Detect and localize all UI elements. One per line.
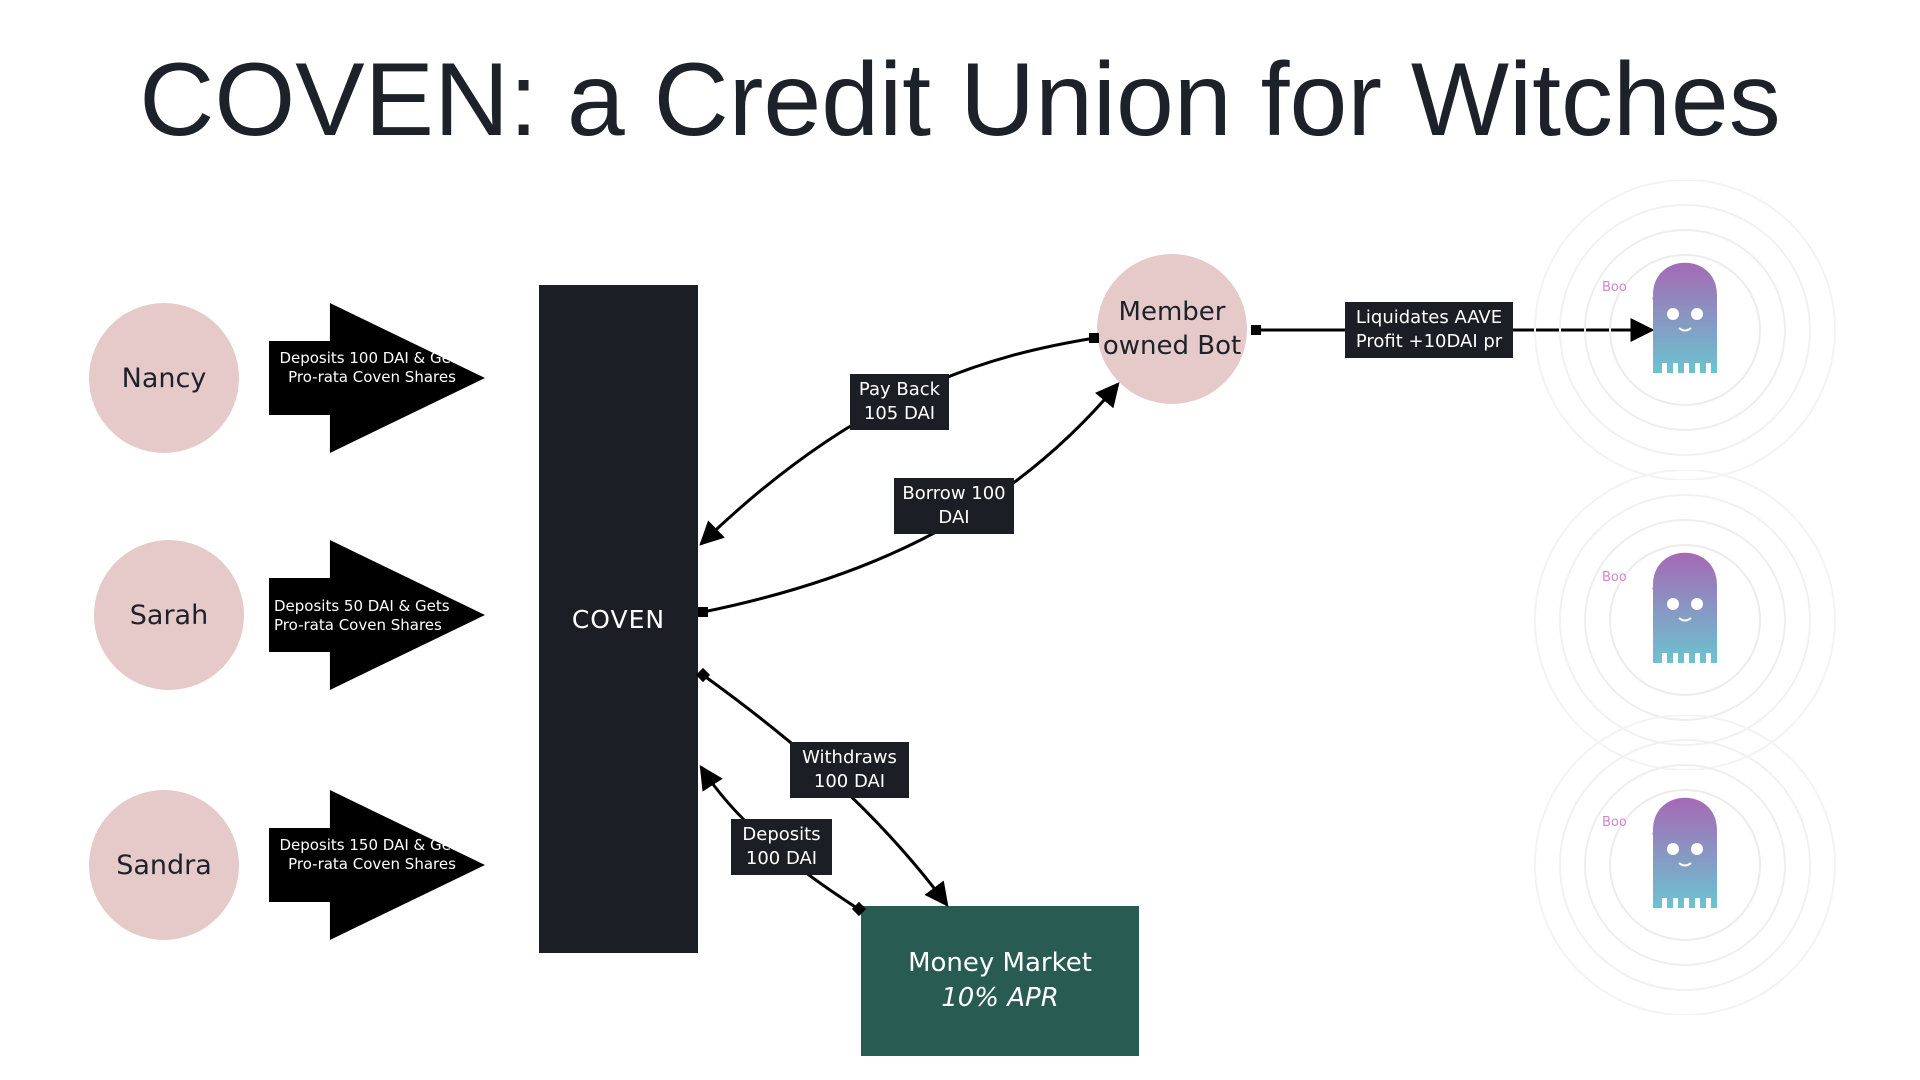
member-name: Nancy bbox=[121, 362, 207, 394]
connector-end-square bbox=[698, 607, 708, 617]
bot-label: Member owned Bot bbox=[1102, 297, 1242, 361]
ghost-icon bbox=[1534, 179, 1836, 481]
member-sandra: Sandra bbox=[89, 790, 239, 940]
connector-borrow bbox=[702, 382, 1120, 614]
member-sarah: Sarah bbox=[94, 540, 244, 690]
connector-end-square bbox=[1251, 325, 1261, 335]
edge-label-pay-back: Pay Back 105 DAI bbox=[850, 374, 949, 430]
connector-end-square bbox=[851, 901, 867, 917]
deposit-label-sandra: Deposits 150 DAI & Gets Pro-rata Coven S… bbox=[279, 836, 465, 873]
page-title: COVEN: a Credit Union for Witches bbox=[139, 42, 1781, 158]
member-nancy: Nancy bbox=[89, 303, 239, 453]
deposit-label-sarah: Deposits 50 DAI & Gets Pro-rata Coven Sh… bbox=[274, 597, 450, 634]
money-market-rate: 10% APR bbox=[941, 983, 1059, 1013]
ghost-token-3: Boo bbox=[1520, 714, 1850, 1016]
member-name: Sandra bbox=[116, 849, 212, 881]
connector-end-square bbox=[695, 667, 711, 683]
ghost-token-1: Boo bbox=[1520, 179, 1850, 481]
ghost-icon bbox=[1534, 714, 1836, 1016]
ghost-boo-label: Boo bbox=[1602, 570, 1627, 585]
money-market-node: Money Market 10% APR bbox=[861, 906, 1139, 1056]
connector-end-square bbox=[1089, 333, 1099, 343]
coven-label: COVEN bbox=[571, 604, 666, 634]
ghost-token-2: Boo bbox=[1520, 469, 1850, 771]
member-bot-node: Member owned Bot bbox=[1097, 254, 1247, 404]
ghost-icon bbox=[1534, 469, 1836, 771]
member-name: Sarah bbox=[129, 599, 209, 631]
money-market-label: Money Market bbox=[908, 948, 1092, 978]
deposit-label-nancy: Deposits 100 DAI & Gets Pro-rata Coven S… bbox=[279, 349, 465, 386]
edge-label-liquidates: Liquidates AAVE Profit +10DAI pr bbox=[1345, 302, 1513, 358]
edge-label-withdraws: Withdraws 100 DAI bbox=[790, 742, 909, 798]
ghost-boo-label: Boo bbox=[1602, 815, 1627, 830]
edge-label-deposits: Deposits 100 DAI bbox=[731, 819, 832, 875]
coven-block: COVEN bbox=[539, 285, 698, 953]
ghost-boo-label: Boo bbox=[1602, 280, 1627, 295]
edge-label-borrow: Borrow 100 DAI bbox=[894, 478, 1014, 534]
